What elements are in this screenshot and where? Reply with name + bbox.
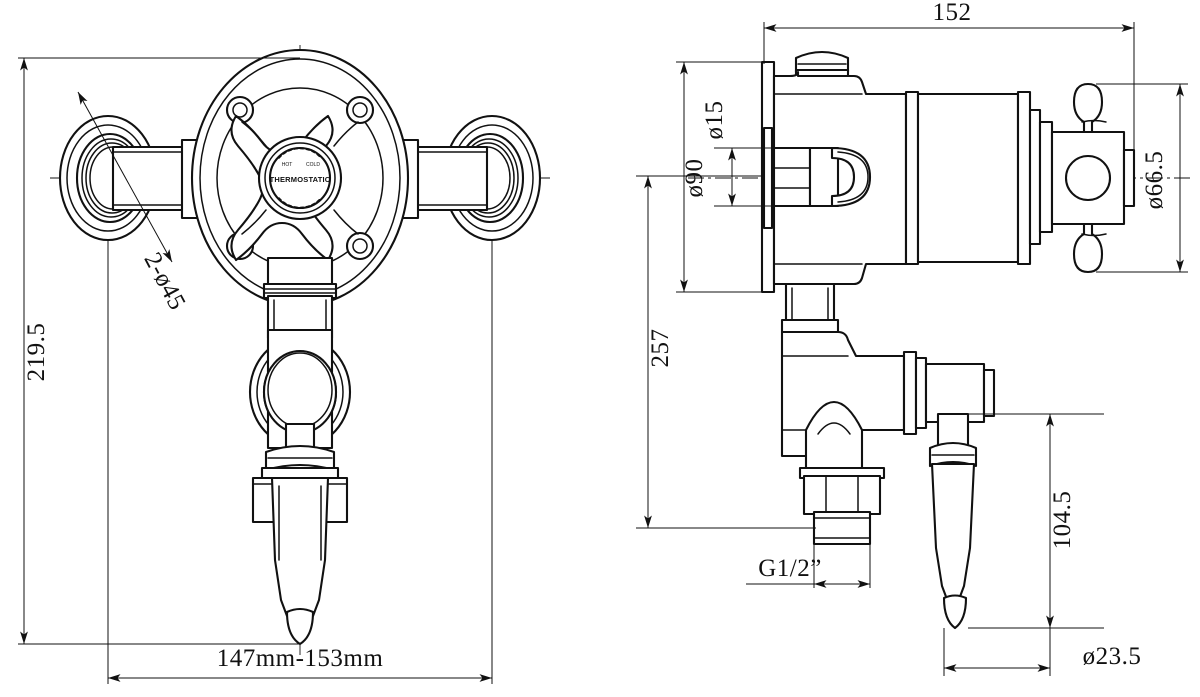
lever-handle (270, 476, 330, 646)
dim-label-147-153: 147mm-153mm (217, 645, 384, 672)
side-riser-tube (780, 282, 840, 334)
side-body-block (772, 70, 908, 286)
dial-mark-hot: HOT (282, 162, 293, 168)
side-lever-handle (928, 412, 978, 630)
dim-label-219-5: 219.5 (23, 323, 50, 382)
dim-label-2x45: 2-ø45 (138, 248, 190, 314)
side-outlet-flange (902, 350, 996, 436)
lower-neck-stem (262, 256, 338, 340)
side-thread-connector (798, 466, 886, 546)
dim-handle-span-66-5: ø66.5 (1096, 83, 1188, 273)
dim-label-66-5: ø66.5 (1141, 151, 1168, 210)
dim-label-23-5: ø23.5 (1083, 643, 1142, 670)
front-elevation-view: HOT COLD THERMOSTATIC (18, 45, 550, 684)
dim-label-257: 257 (647, 329, 674, 368)
dim-label-15: ø15 (701, 101, 728, 140)
side-barrel-housing (904, 90, 1054, 266)
wall-plate (760, 60, 776, 294)
outlet-ring-shroud (248, 328, 352, 450)
dim-height-219-5: 219.5 (18, 57, 300, 645)
dim-thread-g12: G1/2” (746, 544, 871, 588)
dial-mark-cold: COLD (306, 162, 320, 168)
side-outlet-body (780, 330, 906, 472)
side-cross-handle (1050, 82, 1136, 274)
dim-depth-152: 152 (763, 0, 1135, 150)
temperature-dial: HOT COLD THERMOSTATIC (257, 135, 343, 221)
dim-body-height-257: 257 (636, 175, 816, 529)
dim-bore-15: ø15 (701, 101, 776, 207)
dim-label-104-5: 104.5 (1049, 491, 1076, 550)
dim-label-g12: G1/2” (758, 555, 822, 582)
side-inlet-nipple (772, 146, 872, 208)
dim-lever-length-104-5: 104.5 (968, 413, 1104, 629)
dim-wallplate-90: ø90 (676, 61, 762, 293)
brand-label: THERMOSTATIC (270, 175, 331, 184)
dim-label-90: ø90 (681, 159, 708, 198)
dim-width-147-153: 147mm-153mm (107, 240, 493, 684)
side-top-spindle-cap (794, 50, 850, 80)
dim-knob-23-5: ø23.5 (943, 560, 1142, 676)
dim-label-152: 152 (933, 0, 972, 26)
side-elevation-view: 152 ø90 ø15 257 ø66.5 (636, 0, 1190, 676)
